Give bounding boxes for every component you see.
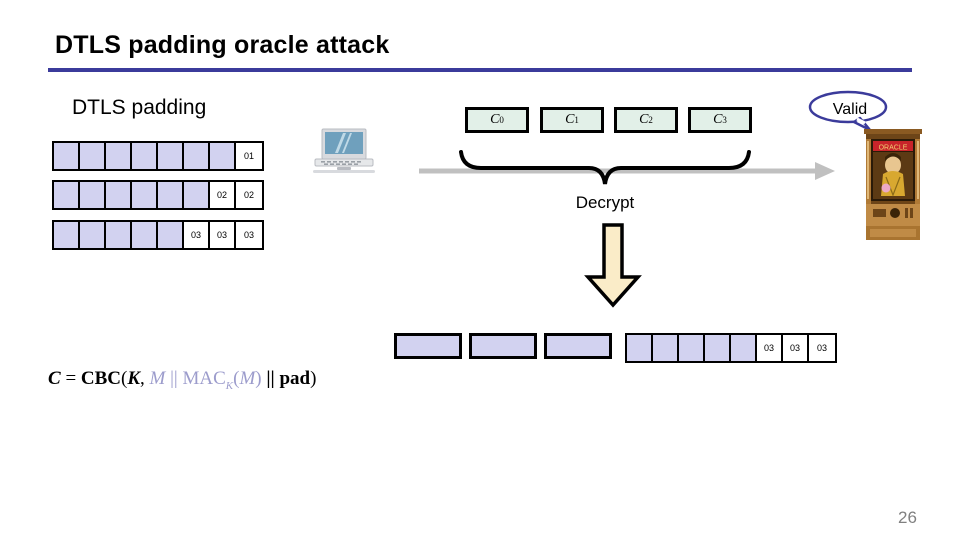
plaintext-cell xyxy=(653,335,679,361)
padding-cell xyxy=(132,143,158,169)
padding-cell xyxy=(106,182,132,208)
padding-cell xyxy=(158,143,184,169)
plaintext-cell-value: 03 xyxy=(809,335,835,361)
ciphertext-label: C xyxy=(565,112,575,127)
plaintext-cell-value: 03 xyxy=(783,335,809,361)
padding-cell xyxy=(54,182,80,208)
padding-cell-value: 01 xyxy=(236,143,262,169)
plaintext-cell xyxy=(731,335,757,361)
plaintext-block-2 xyxy=(544,333,612,359)
plaintext-block-1 xyxy=(469,333,537,359)
padding-row-2: 02 02 xyxy=(52,180,264,210)
page-title: DTLS padding oracle attack xyxy=(55,31,390,59)
plaintext-block-0 xyxy=(394,333,462,359)
title-divider xyxy=(48,68,912,72)
padding-cell-value: 02 xyxy=(236,182,262,208)
ciphertext-subscript: 3 xyxy=(722,115,727,125)
padding-cell xyxy=(132,222,158,248)
padding-cell-value: 03 xyxy=(236,222,262,248)
padding-cell xyxy=(54,222,80,248)
dtls-padding-label: DTLS padding xyxy=(72,96,207,119)
padding-cell xyxy=(210,143,236,169)
valid-callout-bubble xyxy=(808,90,888,130)
ciphertext-label: C xyxy=(639,112,649,127)
padding-row-1: 01 xyxy=(52,141,264,171)
padding-cell-value: 03 xyxy=(210,222,236,248)
plaintext-cell-value: 03 xyxy=(757,335,783,361)
ciphertext-label: C xyxy=(490,112,500,127)
padding-cell-value: 03 xyxy=(184,222,210,248)
plaintext-tail-row: 03 03 03 xyxy=(625,333,837,363)
padding-cell xyxy=(132,182,158,208)
down-block-arrow-icon xyxy=(584,223,642,308)
padding-cell xyxy=(106,143,132,169)
plaintext-cell xyxy=(627,335,653,361)
plaintext-cell xyxy=(679,335,705,361)
ciphertext-label: C xyxy=(713,112,723,127)
fortune-teller-machine-icon: ORACLE xyxy=(864,129,922,240)
plaintext-cell xyxy=(705,335,731,361)
padding-cell xyxy=(184,143,210,169)
padding-cell xyxy=(80,182,106,208)
padding-cell-value: 02 xyxy=(210,182,236,208)
cbc-formula: C = CBC(K, M || MACK(M) || pad) xyxy=(48,368,317,392)
decrypt-label: Decrypt xyxy=(575,193,635,212)
laptop-icon xyxy=(313,128,375,173)
page-number: 26 xyxy=(898,508,917,527)
curly-brace-icon xyxy=(459,150,751,185)
padding-cell xyxy=(106,222,132,248)
svg-text:ORACLE: ORACLE xyxy=(879,145,908,152)
padding-cell xyxy=(184,182,210,208)
padding-cell xyxy=(158,222,184,248)
ciphertext-subscript: 0 xyxy=(499,115,504,125)
padding-cell xyxy=(158,182,184,208)
ciphertext-subscript: 2 xyxy=(648,115,653,125)
right-arrow-icon xyxy=(419,162,835,180)
padding-cell xyxy=(80,143,106,169)
padding-cell xyxy=(54,143,80,169)
ciphertext-subscript: 1 xyxy=(574,115,579,125)
padding-cell xyxy=(80,222,106,248)
padding-row-3: 03 03 03 xyxy=(52,220,264,250)
